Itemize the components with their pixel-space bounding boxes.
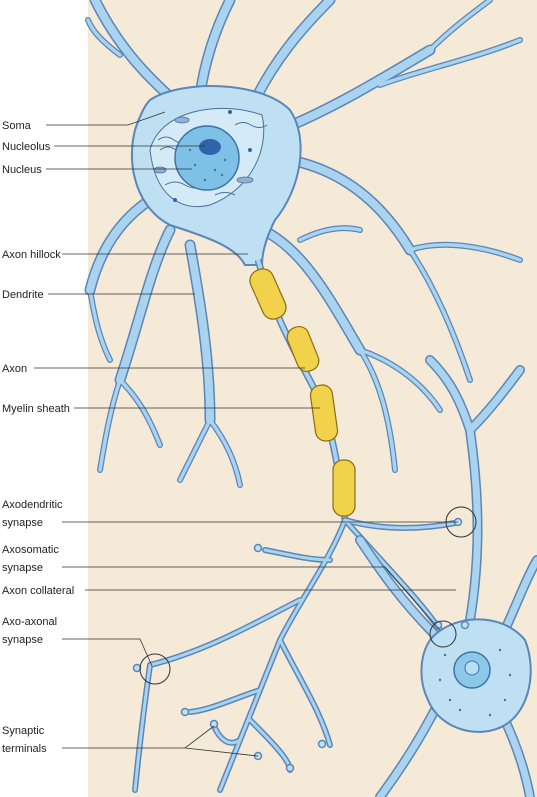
label-axodendritic-line1: Axodendritic (2, 499, 63, 511)
label-axo-axonal-line1: Axo-axonal (2, 616, 57, 628)
label-synaptic-line2: terminals (2, 743, 47, 755)
label-axo-axonal-line2: synapse (2, 634, 43, 646)
upper-soma (130, 85, 302, 266)
label-synaptic-line1: Synaptic (2, 725, 45, 737)
lower-neuron (355, 355, 537, 797)
nucleolus-shape (199, 139, 221, 155)
leader-lines (34, 111, 458, 757)
upper-neuron-dendrites (84, 0, 523, 488)
axon-terminal-branches (132, 517, 463, 793)
label-axon: Axon (2, 363, 27, 375)
label-axosomatic-line1: Axosomatic (2, 544, 59, 556)
label-myelin-sheath: Myelin sheath (2, 403, 70, 415)
label-axodendritic-line2: synapse (2, 517, 43, 529)
label-dendrite: Dendrite (2, 289, 44, 301)
axo-axonal-synapse-circle (139, 653, 171, 685)
label-axosomatic-line2: synapse (2, 562, 43, 574)
label-nucleolus: Nucleolus (2, 141, 51, 153)
myelin-sheath-segments (249, 268, 356, 517)
nucleus-shape (174, 125, 240, 191)
label-soma: Soma (2, 120, 32, 132)
label-axon-hillock: Axon hillock (2, 249, 61, 261)
axosomatic-synapse-circle (429, 620, 457, 648)
label-axon-collateral: Axon collateral (2, 585, 74, 597)
label-nucleus: Nucleus (2, 164, 42, 176)
labels: Soma Nucleolus Nucleus Axon hillock Dend… (2, 120, 74, 755)
